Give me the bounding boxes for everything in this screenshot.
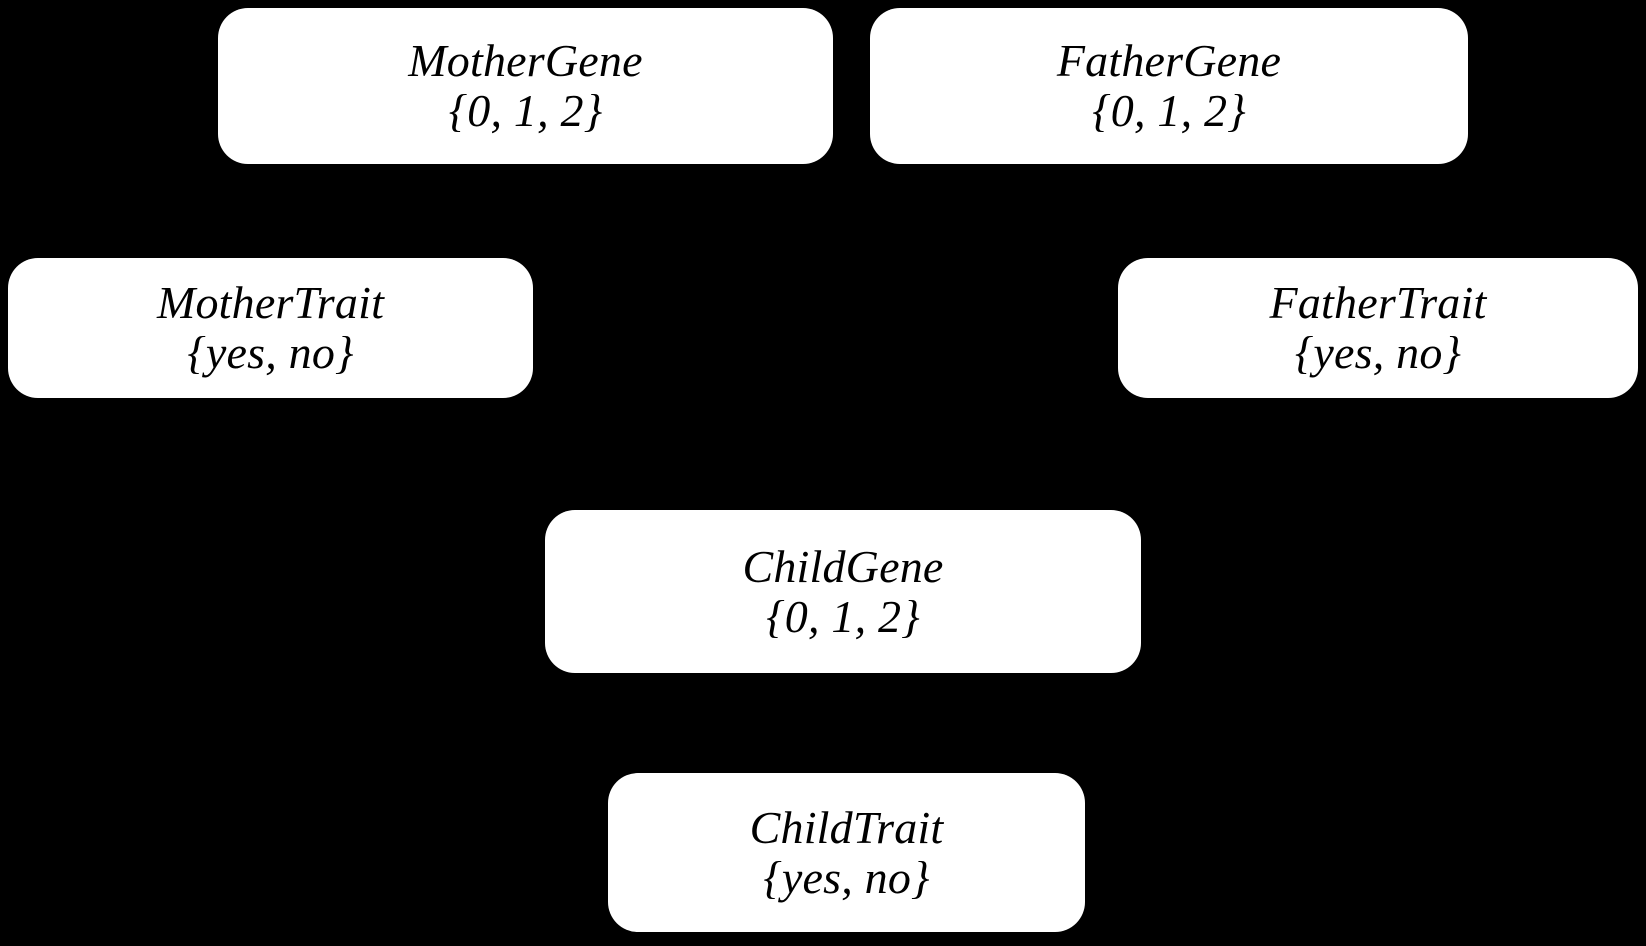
edge-mother-gene-to-mother-trait [268, 162, 332, 258]
node-mother-trait[interactable]: MotherTrait {yes, no} [8, 258, 533, 398]
node-child-gene-label: ChildGene [742, 540, 944, 592]
node-mother-gene-label: MotherGene [408, 35, 643, 87]
node-father-gene-label: FatherGene [1056, 35, 1282, 87]
edge-father-gene-to-father-trait [1288, 162, 1372, 258]
node-child-trait-domain: {yes, no} [763, 851, 930, 903]
node-father-trait[interactable]: FatherTrait {yes, no} [1118, 258, 1638, 398]
node-child-gene-domain: {0, 1, 2} [766, 590, 920, 642]
node-mother-gene-domain: {0, 1, 2} [448, 85, 603, 136]
node-mother-gene[interactable]: MotherGene {0, 1, 2} [218, 8, 833, 164]
node-father-gene-domain: {0, 1, 2} [1092, 85, 1246, 136]
node-child-gene[interactable]: ChildGene {0, 1, 2} [545, 510, 1141, 673]
node-father-gene[interactable]: FatherGene {0, 1, 2} [870, 8, 1468, 164]
node-mother-trait-domain: {yes, no} [187, 327, 354, 378]
node-child-trait-label: ChildTrait [749, 801, 944, 853]
node-child-trait[interactable]: ChildTrait {yes, no} [608, 773, 1085, 932]
node-father-trait-domain: {yes, no} [1294, 327, 1462, 378]
node-mother-trait-label: MotherTrait [156, 277, 385, 329]
edge-mother-gene-to-child-gene [618, 163, 762, 509]
edge-father-gene-to-child-gene [928, 163, 1062, 509]
node-father-trait-label: FatherTrait [1269, 277, 1487, 329]
